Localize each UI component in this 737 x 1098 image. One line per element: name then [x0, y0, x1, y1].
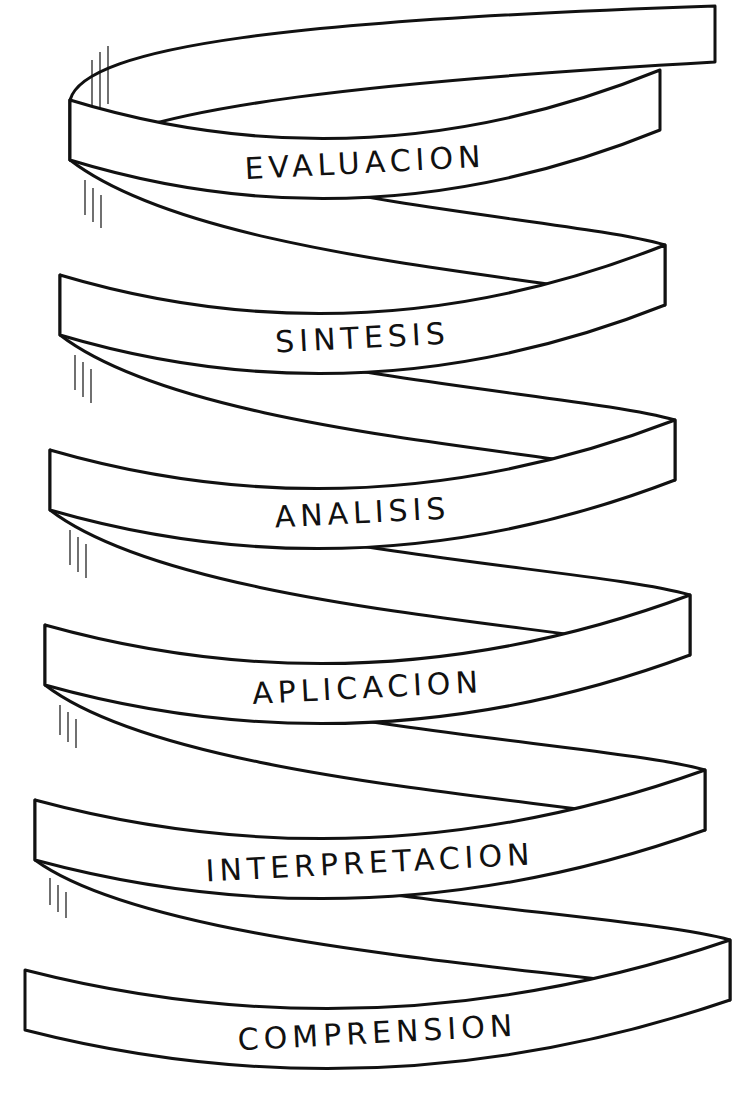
- band-outline: [35, 770, 705, 899]
- band-outline: [60, 245, 665, 374]
- spiral-band: INTERPRETACION: [35, 770, 705, 960]
- spiral-band: EVALUACION: [70, 70, 660, 260]
- band-outline: [45, 595, 690, 724]
- spiral-band: APLICACION: [45, 595, 690, 785]
- spiral-band: COMPRENSION: [25, 940, 730, 1098]
- band-outline: [25, 940, 730, 1069]
- spiral-band: SINTESIS: [60, 245, 665, 435]
- spiral-band: ANALISIS: [50, 420, 675, 610]
- band-outline: [70, 70, 660, 199]
- band-outline: [50, 420, 675, 549]
